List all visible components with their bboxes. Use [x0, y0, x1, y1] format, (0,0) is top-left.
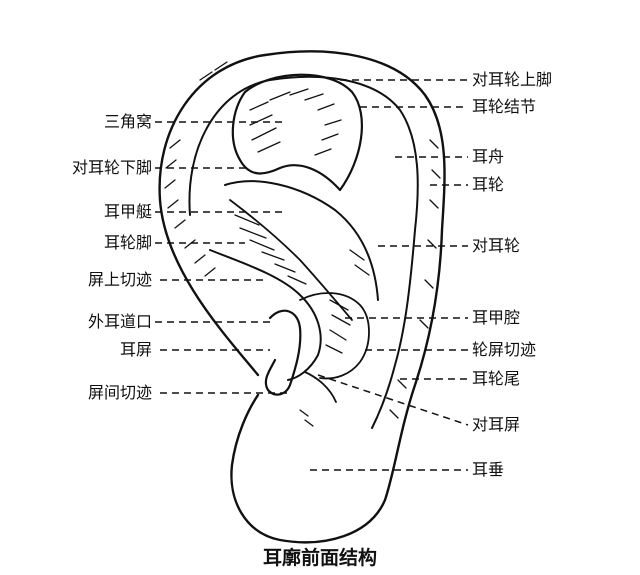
concha-cavity: [299, 292, 370, 380]
label-external-auditory-meatus: 外耳道口: [87, 312, 152, 331]
label-inferior-antihelix-crus: 对耳轮下脚: [71, 158, 152, 177]
helix-outer-contour: [158, 50, 446, 544]
label-cavum-conchae: 耳甲腔: [472, 308, 521, 327]
label-triangular-fossa: 三角窝: [103, 112, 152, 131]
label-antihelix: 对耳轮: [472, 236, 521, 255]
triangular-fossa-contour: [231, 73, 363, 192]
label-earlobe: 耳垂: [472, 460, 505, 479]
inferior-crus-line: [229, 199, 353, 321]
leader-antitragus: [317, 374, 469, 426]
label-antitragus: 对耳屏: [472, 415, 521, 434]
tragus-contour: [264, 309, 302, 396]
concha-contour: [209, 249, 322, 381]
label-helix-tail: 耳轮尾: [472, 369, 521, 388]
label-helix-tragus-notch: 轮屏切迹: [472, 340, 537, 359]
label-helix-crus: 耳轮脚: [103, 233, 152, 252]
label-tragus: 耳屏: [119, 340, 152, 359]
label-helix-tubercle: 耳轮结节: [472, 97, 537, 116]
antihelix-crus-line: [224, 180, 379, 301]
helix-inner-rim: [188, 75, 419, 429]
label-cymba-conchae: 耳甲艇: [103, 202, 152, 221]
label-intertragic-notch: 屏间切迹: [87, 383, 152, 402]
label-supratragic-notch: 屏上切迹: [87, 270, 152, 289]
label-superior-antihelix-crus: 对耳轮上脚: [472, 70, 553, 89]
diagram-title: 耳廓前面结构: [262, 547, 377, 569]
label-scapha: 耳舟: [472, 147, 505, 166]
antitragus-contour: [304, 371, 337, 403]
label-helix: 耳轮: [472, 175, 505, 194]
leader-lines: [155, 79, 469, 471]
